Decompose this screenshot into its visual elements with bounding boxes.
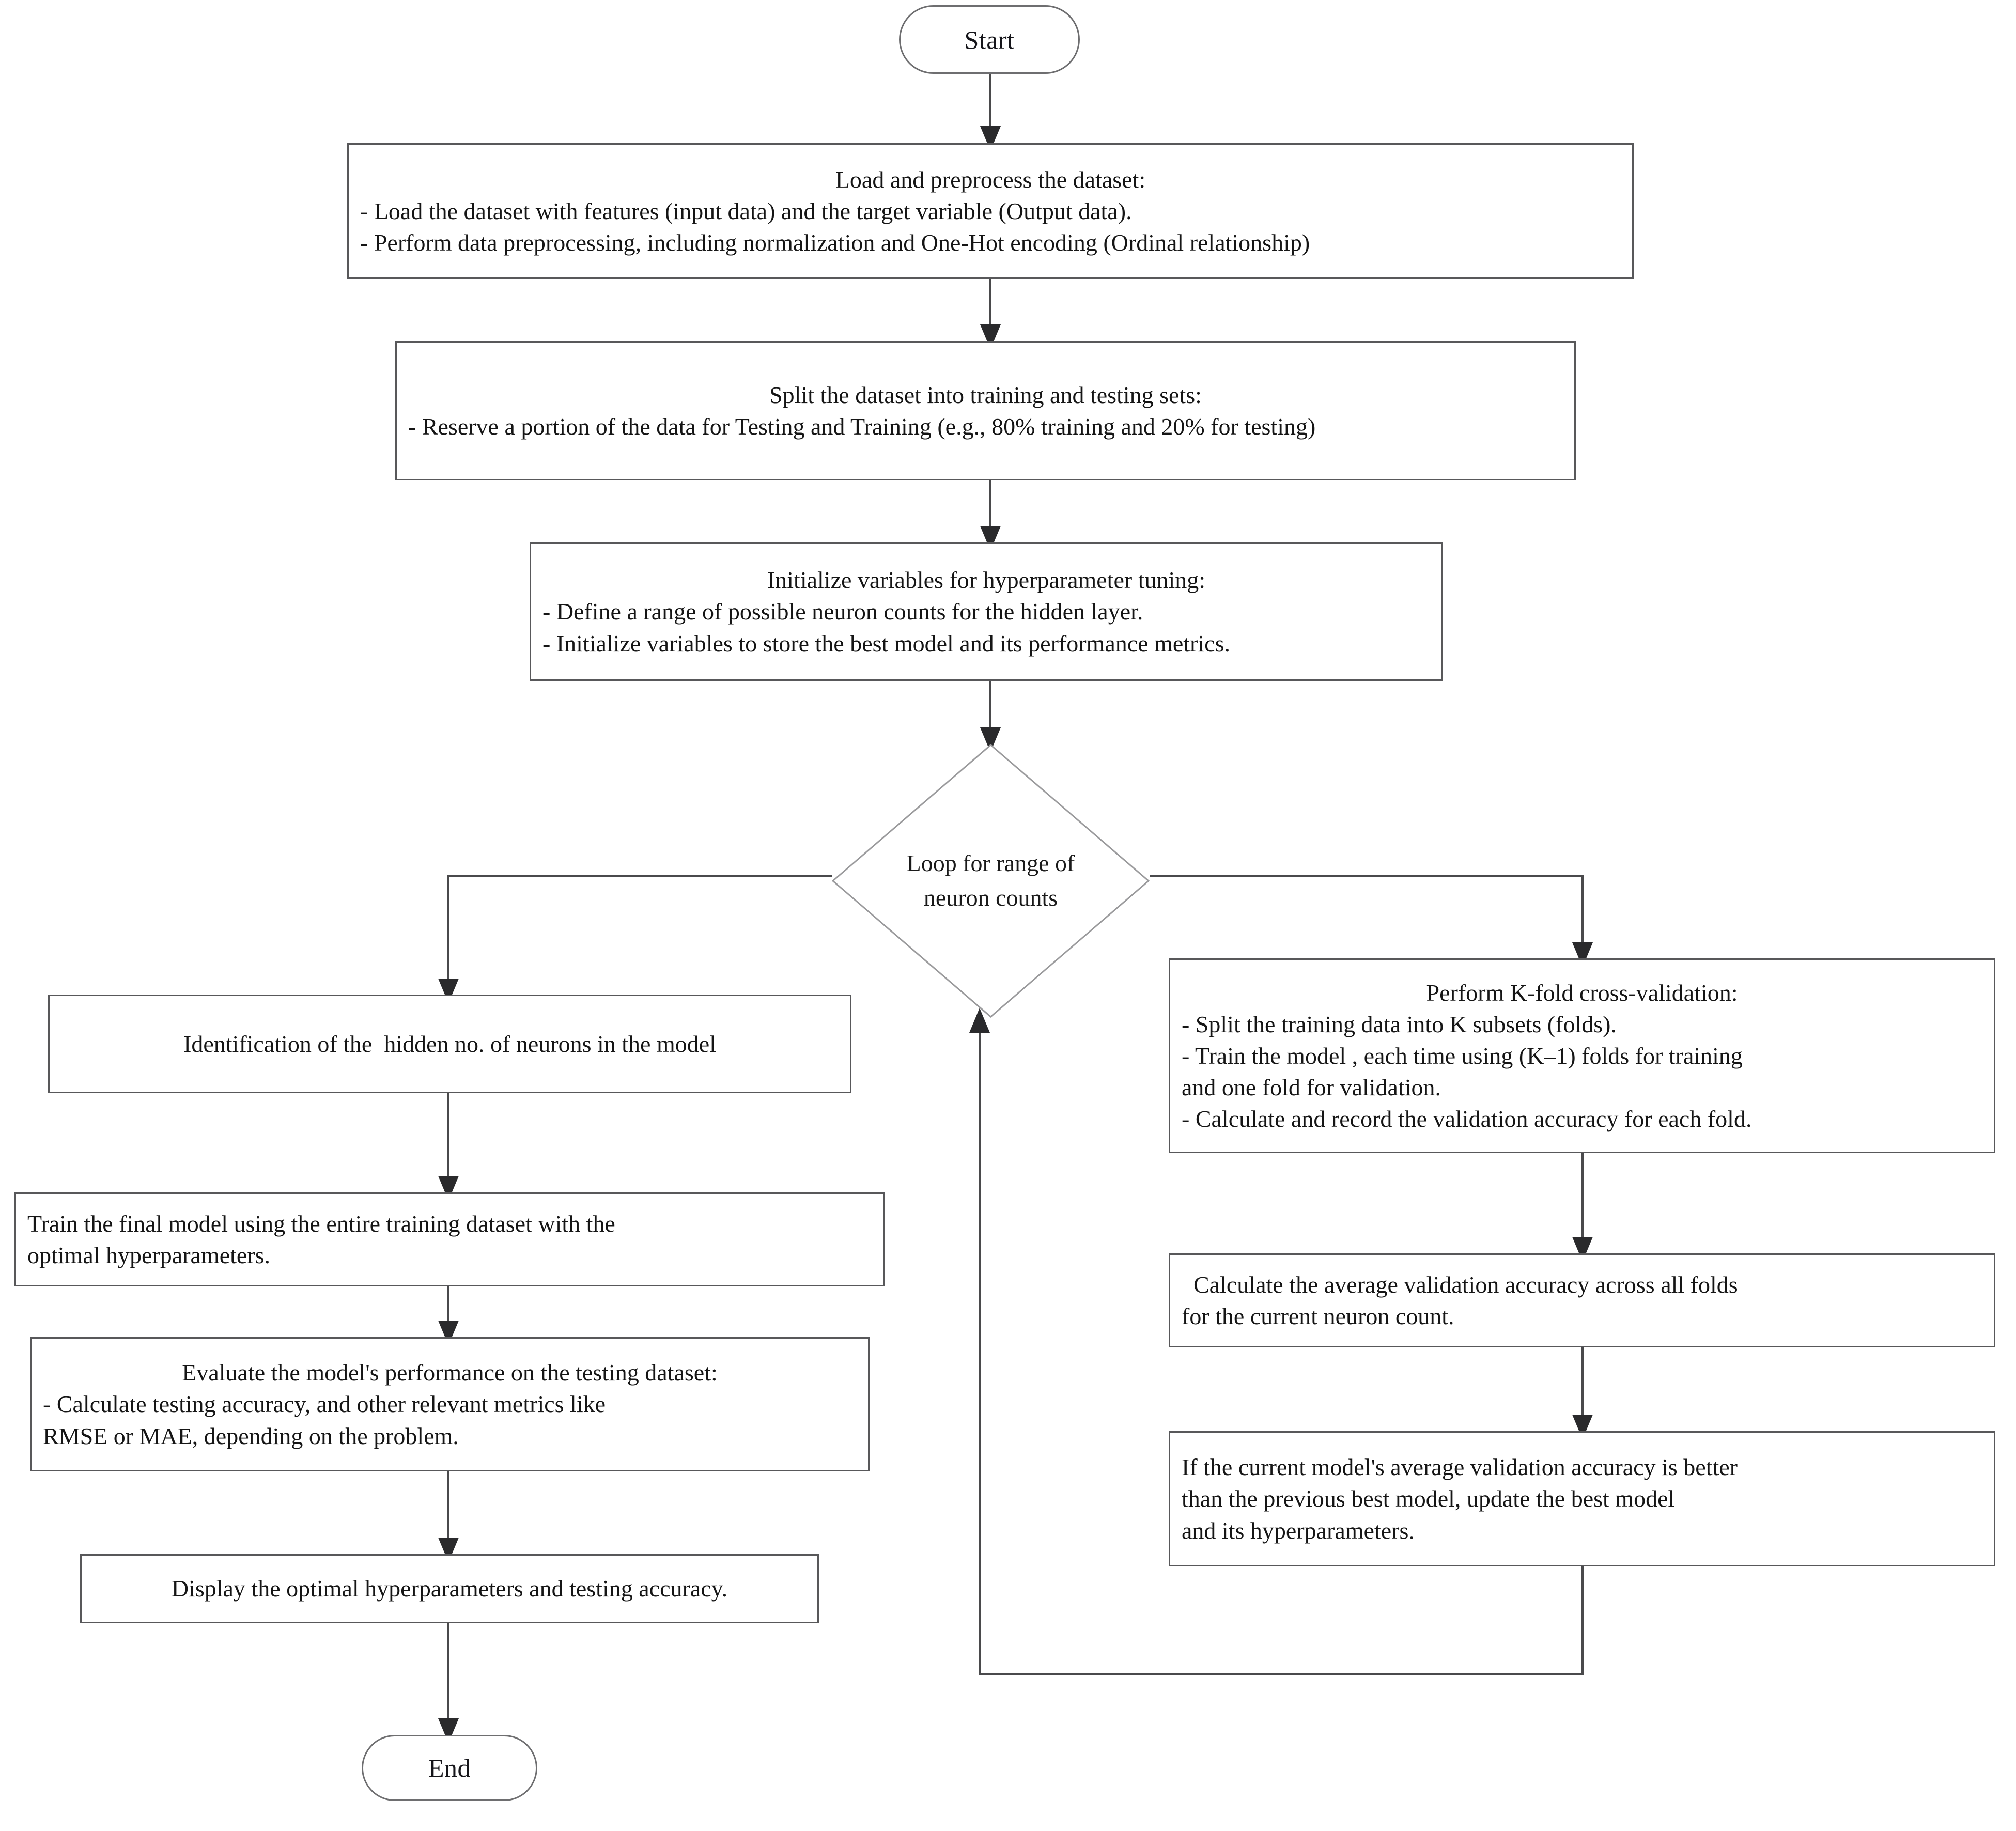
evaluate-line-2: - Calculate testing accuracy, and other …	[43, 1391, 606, 1418]
diamond-shape	[832, 744, 1150, 1018]
decision-line-2: neuron counts	[923, 885, 1058, 911]
split-line-2: - Reserve a portion of the data for Test…	[408, 413, 1316, 440]
init-line-2: - Define a range of possible neuron coun…	[542, 598, 1143, 625]
node-identify-neurons[interactable]: Identification of the hidden no. of neur…	[48, 995, 851, 1093]
node-evaluate-model[interactable]: Evaluate the model's performance on the …	[30, 1337, 870, 1471]
kfold-line-2: - Split the training data into K subsets…	[1182, 1011, 1617, 1037]
node-avg-validation[interactable]: Calculate the average validation accurac…	[1169, 1253, 1995, 1347]
load-line-3: - Perform data preprocessing, including …	[360, 229, 1310, 256]
avg-line-1: Calculate the average validation accurac…	[1182, 1271, 1738, 1298]
node-load-preprocess[interactable]: Load and preprocess the dataset: - Load …	[347, 143, 1634, 279]
kfold-line-4: and one fold for validation.	[1182, 1074, 1441, 1101]
node-train-final-model[interactable]: Train the final model using the entire t…	[14, 1192, 885, 1286]
node-end[interactable]: End	[362, 1735, 537, 1801]
node-split-dataset[interactable]: Split the dataset into training and test…	[395, 341, 1576, 480]
node-init-variables[interactable]: Initialize variables for hyperparameter …	[530, 542, 1443, 681]
train-line-2: optimal hyperparameters.	[27, 1242, 271, 1268]
kfold-line-3: - Train the model , each time using (K–1…	[1182, 1042, 1743, 1069]
update-line-1: If the current model's average validatio…	[1182, 1454, 1738, 1481]
display-line-1: Display the optimal hyperparameters and …	[171, 1575, 728, 1602]
start-label: Start	[964, 25, 1015, 54]
update-line-3: and its hyperparameters.	[1182, 1517, 1415, 1544]
evaluate-line-1: Evaluate the model's performance on the …	[182, 1359, 718, 1386]
update-line-2: than the previous best model, update the…	[1182, 1485, 1675, 1512]
loop-decision-label: Loop for range of neuron counts	[907, 846, 1075, 915]
node-display-results[interactable]: Display the optimal hyperparameters and …	[80, 1554, 819, 1623]
train-line-1: Train the final model using the entire t…	[27, 1210, 615, 1237]
node-kfold-cv[interactable]: Perform K-fold cross-validation: - Split…	[1169, 958, 1995, 1153]
node-loop-decision[interactable]: Loop for range of neuron counts	[832, 744, 1150, 1018]
edge-decision-to-kfold	[1150, 875, 1593, 967]
load-line-2: - Load the dataset with features (input …	[360, 197, 1132, 224]
identify-line-1: Identification of the hidden no. of neur…	[183, 1030, 716, 1057]
split-line-1: Split the dataset into training and test…	[769, 381, 1202, 408]
evaluate-line-3: RMSE or MAE, depending on the problem.	[43, 1422, 459, 1449]
edge-decision-to-identify	[438, 875, 832, 1003]
init-line-1: Initialize variables for hyperparameter …	[767, 567, 1206, 594]
avg-line-2: for the current neuron count.	[1182, 1303, 1454, 1329]
end-label: End	[428, 1754, 471, 1782]
decision-line-1: Loop for range of	[906, 850, 1075, 877]
kfold-line-1: Perform K-fold cross-validation:	[1426, 979, 1738, 1006]
kfold-line-5: - Calculate and record the validation ac…	[1182, 1106, 1752, 1132]
init-line-3: - Initialize variables to store the best…	[542, 630, 1230, 657]
load-line-1: Load and preprocess the dataset:	[835, 166, 1146, 193]
node-start[interactable]: Start	[899, 5, 1080, 74]
node-update-best[interactable]: If the current model's average validatio…	[1169, 1431, 1995, 1566]
